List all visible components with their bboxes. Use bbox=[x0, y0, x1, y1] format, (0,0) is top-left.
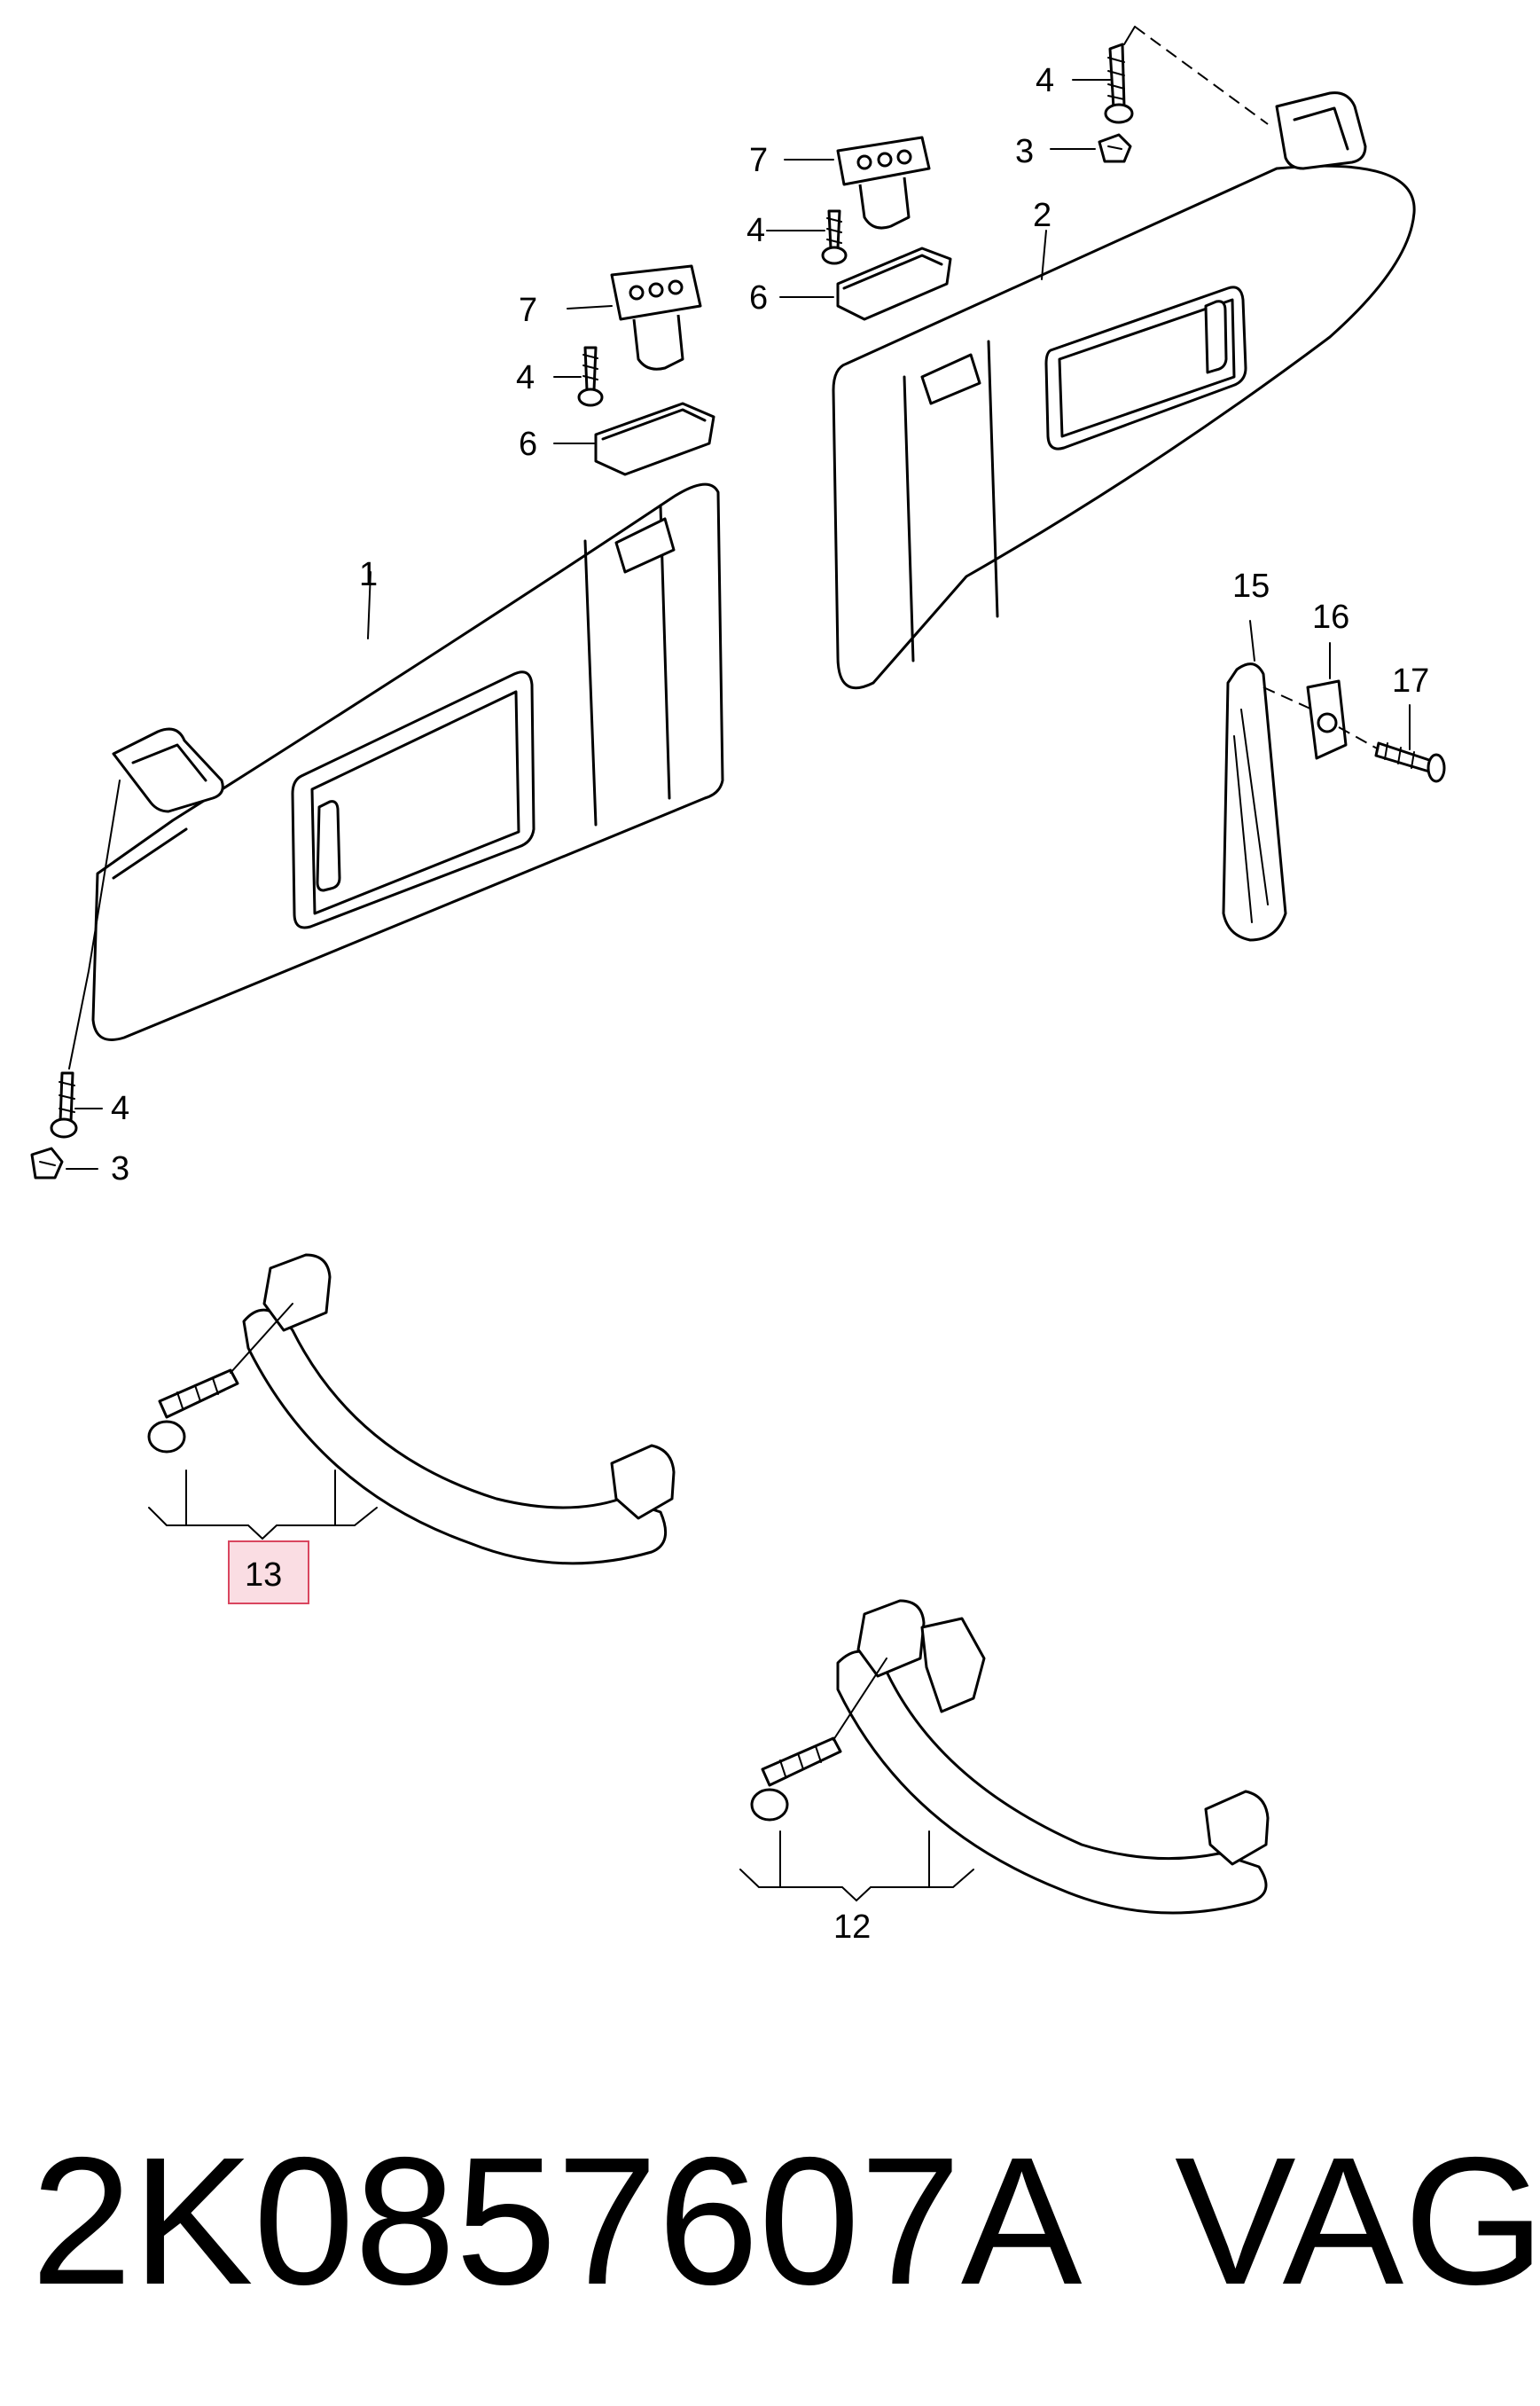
clip-nut-3a[interactable] bbox=[1098, 133, 1132, 163]
grab-strap-15[interactable] bbox=[1222, 662, 1287, 942]
clip-bracket-7a[interactable] bbox=[610, 264, 702, 371]
screw-4b[interactable] bbox=[821, 209, 848, 265]
callout-4b: 4 bbox=[747, 212, 765, 249]
callout-4a: 4 bbox=[1036, 62, 1054, 99]
clip-nut-3b[interactable] bbox=[30, 1147, 64, 1179]
sun-visor-left[interactable] bbox=[91, 482, 724, 1041]
clip-bracket-7b[interactable] bbox=[836, 136, 931, 230]
callout-4d: 4 bbox=[111, 1090, 129, 1127]
sun-visor-right[interactable] bbox=[832, 91, 1416, 690]
screw-4a[interactable] bbox=[577, 346, 604, 407]
callout-3b: 3 bbox=[111, 1150, 129, 1187]
grab-handle-13[interactable] bbox=[147, 1253, 676, 1565]
cover-cap-6a[interactable] bbox=[594, 402, 715, 476]
callout-4c: 4 bbox=[516, 359, 535, 396]
callout-7b: 7 bbox=[519, 292, 537, 329]
screw-4d[interactable] bbox=[50, 1071, 78, 1139]
part-number: 2K0857607A bbox=[31, 2120, 1083, 2323]
screw-17[interactable] bbox=[1374, 741, 1446, 783]
callout-6a: 6 bbox=[749, 279, 768, 317]
cover-cap-6b[interactable] bbox=[836, 247, 952, 321]
callout-12: 12 bbox=[833, 1908, 871, 1946]
callout-2: 2 bbox=[1033, 197, 1051, 234]
callout-1: 1 bbox=[359, 556, 378, 593]
callout-15: 15 bbox=[1232, 568, 1270, 605]
callout-3a: 3 bbox=[1015, 133, 1034, 170]
callout-16: 16 bbox=[1312, 599, 1349, 636]
callout-13: 13 bbox=[245, 1556, 282, 1594]
callout-17: 17 bbox=[1392, 662, 1429, 700]
grab-handle-12[interactable] bbox=[750, 1599, 1270, 1915]
highlight-box bbox=[228, 1540, 309, 1604]
screw-4c[interactable] bbox=[1104, 43, 1134, 124]
clip-16[interactable] bbox=[1306, 679, 1348, 760]
brand-label: VAG bbox=[1175, 2120, 1540, 2323]
callout-6b: 6 bbox=[519, 426, 537, 463]
callout-7a: 7 bbox=[749, 142, 768, 179]
